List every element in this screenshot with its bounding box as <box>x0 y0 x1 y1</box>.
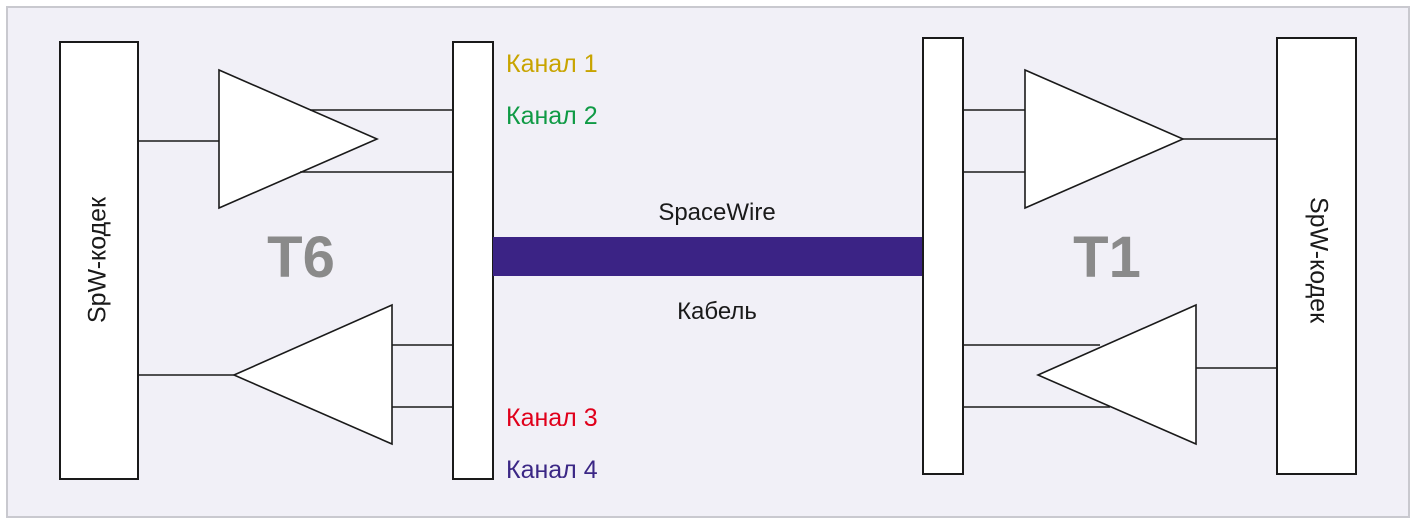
left-codec-box <box>59 41 139 480</box>
channel-2-label: Канал 2 <box>506 102 598 130</box>
left-codec-label: SpW-кодек <box>84 196 112 323</box>
right-codec-label: SpW-кодек <box>1304 197 1332 324</box>
left-connector <box>452 41 494 480</box>
right-chip-label: T1 <box>1073 225 1141 290</box>
spacewire-cable <box>493 237 923 276</box>
right-tx-amplifier <box>1036 303 1197 446</box>
right-rx-amplifier <box>1024 68 1185 210</box>
right-codec-box <box>1276 37 1357 475</box>
right-connector <box>922 37 964 475</box>
channel-4-label: Канал 4 <box>506 456 598 484</box>
channel-3-label: Канал 3 <box>506 404 598 432</box>
cable-top-label: SpaceWire <box>658 199 775 226</box>
channel-1-label: Канал 1 <box>506 50 598 78</box>
left-tx-amplifier <box>218 68 379 210</box>
left-rx-amplifier <box>232 303 393 446</box>
left-chip-label: T6 <box>267 225 335 290</box>
cable-bottom-label: Кабель <box>677 298 757 325</box>
